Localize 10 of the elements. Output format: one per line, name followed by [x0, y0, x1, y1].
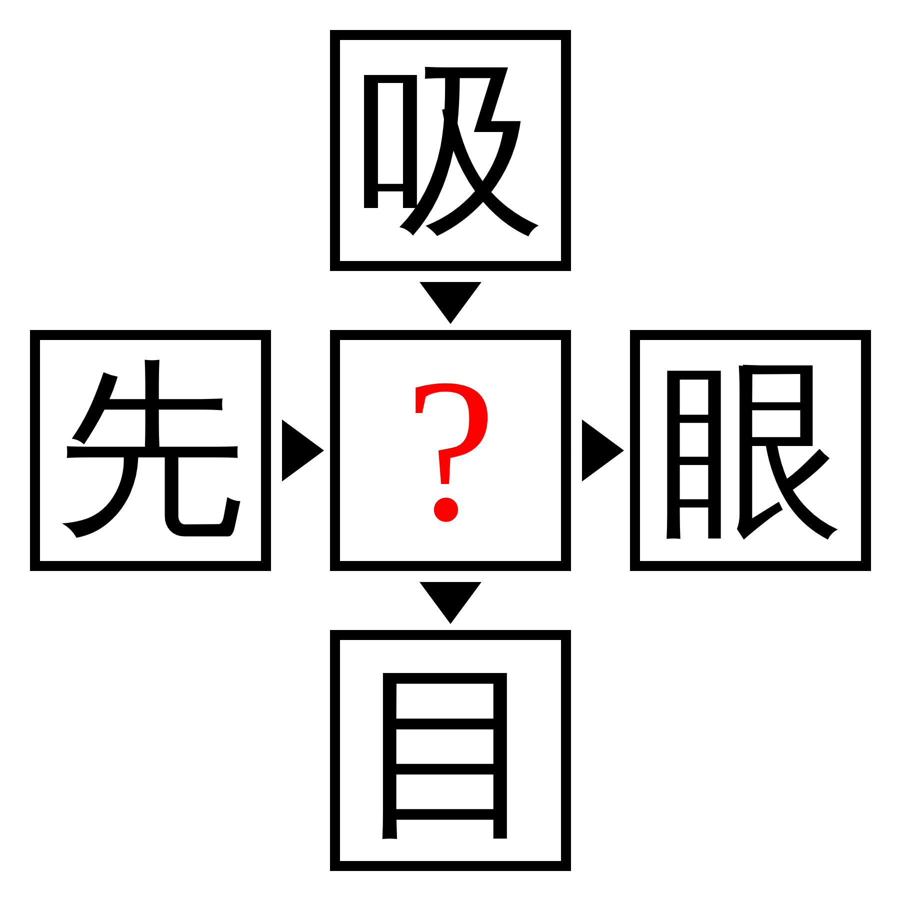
kanji-character: 先: [56, 356, 246, 546]
character-box: [630, 330, 871, 571]
character-box: [330, 630, 571, 871]
character-box: [30, 330, 271, 571]
kanji-character: 吸: [356, 56, 546, 246]
character-box: [330, 330, 571, 571]
question-mark: ?: [405, 368, 496, 532]
character-box: [330, 30, 571, 271]
kanji-character: 眼: [656, 356, 846, 546]
kanji-character: 目: [356, 656, 546, 846]
